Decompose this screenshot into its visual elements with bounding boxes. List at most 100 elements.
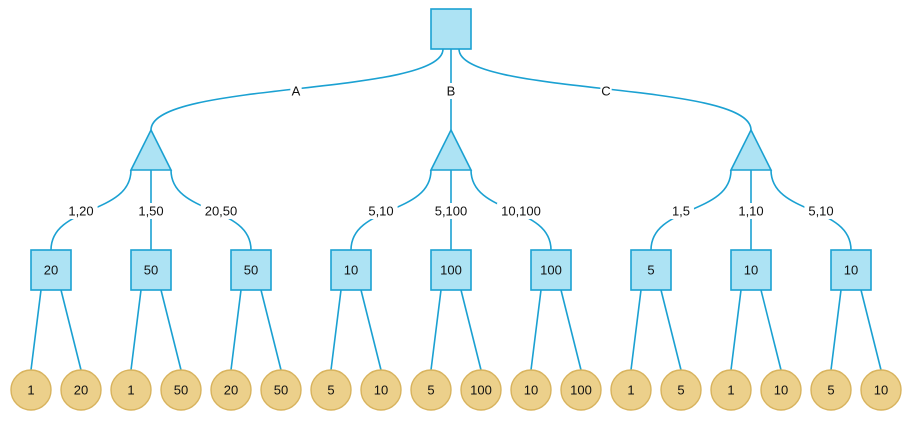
leaf-node-b-0-0 [310, 369, 352, 411]
decision-node-value-b-0: 10 [344, 263, 358, 278]
leaf-value-a-2-0: 20 [224, 383, 238, 398]
chance-node-b [429, 128, 473, 171]
leaf-value-c-2-1: 10 [874, 383, 888, 398]
leaf-node-a-0-1 [60, 369, 102, 411]
leaf-node-b-0-1 [360, 369, 402, 411]
decision-node-b-2 [530, 249, 572, 291]
leaf-node-a-2-1 [260, 369, 302, 411]
branch-label-a-2-bg [200, 203, 242, 219]
leaf-value-c-0-1: 5 [677, 383, 684, 398]
leaf-node-a-1-0 [110, 369, 152, 411]
leaf-value-b-2-1: 100 [570, 383, 592, 398]
edge-branch-b-1-to-leaf-1 [460, 289, 482, 371]
leaf-node-b-1-1 [460, 369, 502, 411]
leaf-value-c-1-0: 1 [727, 383, 734, 398]
branch-label-a-1-bg [134, 203, 168, 219]
edge-branch-c-0-to-leaf-1 [660, 289, 682, 371]
leaf-node-c-2-0 [810, 369, 852, 411]
decision-node-value-b-1: 100 [440, 263, 462, 278]
branch-label-a-1: 1,50 [134, 203, 168, 219]
decision-node-a-1 [130, 249, 172, 291]
chance-node-c [729, 128, 773, 171]
leaf-value-a-1-0: 1 [127, 383, 134, 398]
branch-label-b-0-bg [364, 203, 398, 219]
leaf-value-b-0-1: 10 [374, 383, 388, 398]
action-label-a-bg [290, 83, 302, 99]
branch-label-c-0: 1,5 [668, 203, 694, 219]
decision-node-value-b-2: 100 [540, 263, 562, 278]
branch-label-b-2-text: 10,100 [501, 204, 541, 219]
action-label-c-bg [600, 83, 612, 99]
branch-label-c-2-bg [804, 203, 838, 219]
leaf-node-c-0-0 [610, 369, 652, 411]
decision-node-c-1 [730, 249, 772, 291]
action-label-b: B [445, 83, 457, 99]
edge-branch-b-0-to-leaf-0 [330, 289, 342, 371]
leaf-node-b-2-1 [560, 369, 602, 411]
branch-label-b-2: 10,100 [497, 203, 545, 219]
branch-label-b-1: 5,100 [430, 203, 472, 219]
branch-label-b-2-bg [497, 203, 545, 219]
edge-branch-a-2-to-leaf-0 [230, 289, 242, 371]
root-decision-node [430, 8, 472, 50]
edge-branch-b-0-to-leaf-1 [360, 289, 382, 371]
leaf-value-a-0-1: 20 [74, 383, 88, 398]
decision-node-value-a-2: 50 [244, 263, 258, 278]
edge-branch-a-0-to-leaf-0 [30, 289, 42, 371]
leaf-value-a-1-1: 50 [174, 383, 188, 398]
edge-branch-b-2-to-leaf-0 [530, 289, 542, 371]
leaf-node-c-1-1 [760, 369, 802, 411]
edge-branch-c-0-to-leaf-0 [630, 289, 642, 371]
decision-node-b-0 [330, 249, 372, 291]
decision-node-value-c-2: 10 [844, 263, 858, 278]
edge-branch-c-2-to-leaf-1 [860, 289, 882, 371]
action-label-b-text: B [447, 84, 456, 99]
leaf-value-b-1-0: 5 [427, 383, 434, 398]
branch-label-b-1-bg [430, 203, 472, 219]
nodes-layer [10, 8, 902, 411]
branch-label-b-0: 5,10 [364, 203, 398, 219]
leaf-node-a-1-1 [160, 369, 202, 411]
edge-branch-a-2-to-leaf-1 [260, 289, 282, 371]
decision-node-b-1 [430, 249, 472, 291]
edge-branch-a-1-to-leaf-1 [160, 289, 182, 371]
leaf-value-c-0-0: 1 [627, 383, 634, 398]
branch-label-b-1-text: 5,100 [435, 204, 468, 219]
leaf-node-c-1-0 [710, 369, 752, 411]
branch-label-a-0-bg [64, 203, 98, 219]
edge-branch-a-1-to-leaf-0 [130, 289, 142, 371]
leaf-node-b-2-0 [510, 369, 552, 411]
edge-branch-a-0-to-leaf-1 [60, 289, 82, 371]
branch-label-c-1-bg [734, 203, 768, 219]
edge-branch-b-2-to-leaf-1 [560, 289, 582, 371]
branch-label-c-0-bg [668, 203, 694, 219]
decision-node-c-2 [830, 249, 872, 291]
chance-node-a [129, 128, 173, 171]
decision-node-value-a-1: 50 [144, 263, 158, 278]
edge-branch-c-2-to-leaf-0 [830, 289, 842, 371]
leaf-value-c-2-0: 5 [827, 383, 834, 398]
action-label-b-bg [445, 83, 457, 99]
decision-node-value-c-1: 10 [744, 263, 758, 278]
edge-branch-b-1-to-leaf-0 [430, 289, 442, 371]
decision-node-value-a-0: 20 [44, 263, 58, 278]
decision-node-c-0 [630, 249, 672, 291]
action-label-a: A [290, 83, 302, 99]
branch-label-a-0-text: 1,20 [68, 204, 93, 219]
action-label-c: C [600, 83, 612, 99]
branch-label-c-2-text: 5,10 [808, 204, 833, 219]
leaf-value-a-0-0: 1 [27, 383, 34, 398]
action-label-c-text: C [601, 84, 610, 99]
leaf-node-b-1-0 [410, 369, 452, 411]
branch-label-c-1-text: 1,10 [738, 204, 763, 219]
leaf-node-a-2-0 [210, 369, 252, 411]
branch-label-a-0: 1,20 [64, 203, 98, 219]
decision-node-a-0 [30, 249, 72, 291]
branch-label-c-0-text: 1,5 [672, 204, 690, 219]
leaf-value-c-1-1: 10 [774, 383, 788, 398]
action-label-a-text: A [292, 84, 301, 99]
leaf-node-a-0-0 [10, 369, 52, 411]
branch-label-a-2: 20,50 [200, 203, 242, 219]
